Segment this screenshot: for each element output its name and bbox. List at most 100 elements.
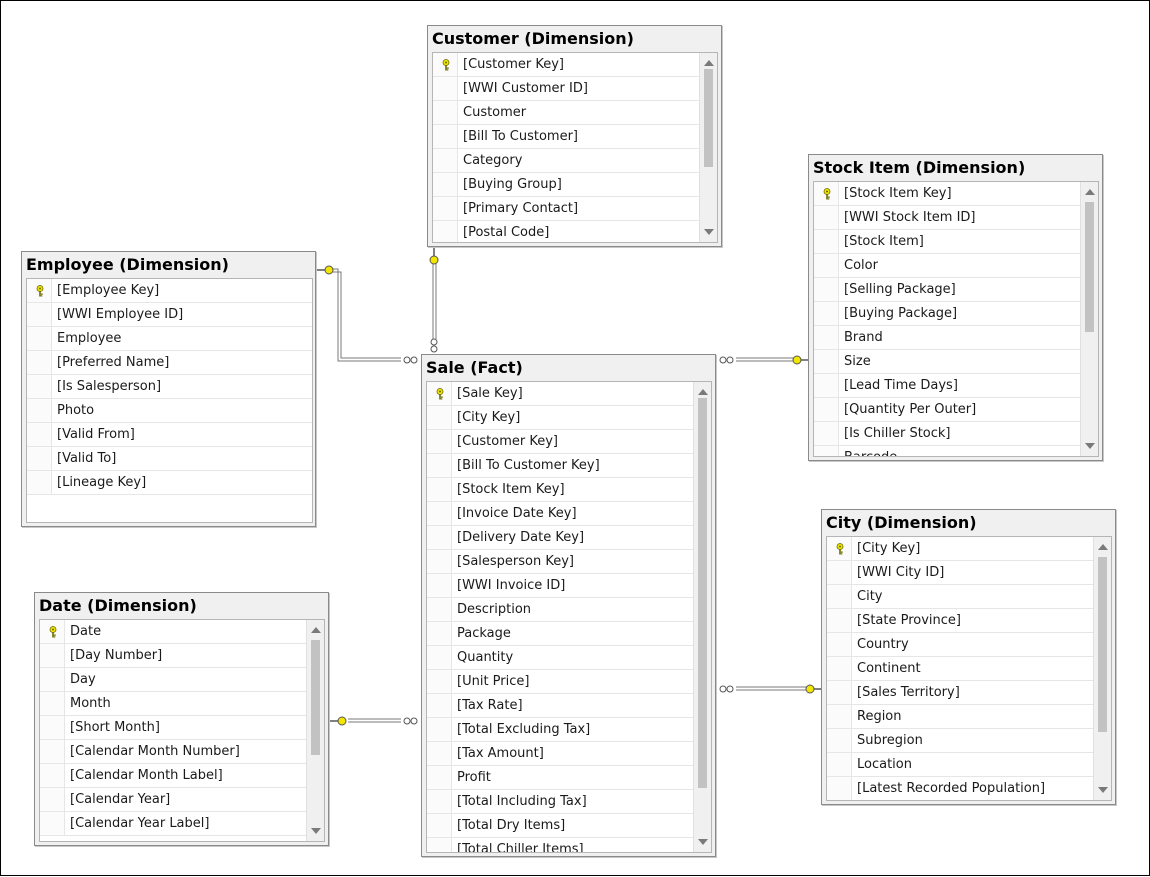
- row-selector[interactable]: [427, 478, 452, 501]
- row-selector[interactable]: [427, 814, 452, 837]
- column-row-subregion[interactable]: Subregion: [827, 729, 1093, 753]
- row-selector[interactable]: [27, 327, 52, 350]
- row-selector[interactable]: [433, 77, 458, 100]
- scroll-down-arrow-icon[interactable]: [1081, 438, 1098, 454]
- column-row-color[interactable]: Color: [814, 254, 1080, 278]
- row-selector[interactable]: [814, 230, 839, 253]
- column-row-size[interactable]: Size: [814, 350, 1080, 374]
- row-selector[interactable]: [433, 53, 458, 76]
- row-selector[interactable]: [427, 718, 452, 741]
- scroll-up-arrow-icon[interactable]: [1094, 539, 1111, 555]
- column-row-total-including-tax[interactable]: [Total Including Tax]: [427, 790, 693, 814]
- column-row-invoice-date-key[interactable]: [Invoice Date Key]: [427, 502, 693, 526]
- row-selector[interactable]: [27, 279, 52, 302]
- row-selector[interactable]: [427, 430, 452, 453]
- row-selector[interactable]: [827, 729, 852, 752]
- row-selector[interactable]: [814, 182, 839, 205]
- column-row-category[interactable]: Category: [433, 149, 699, 173]
- relationship-sale-city[interactable]: [719, 684, 822, 694]
- row-selector[interactable]: [427, 502, 452, 525]
- row-selector[interactable]: [433, 197, 458, 220]
- column-row-package[interactable]: Package: [427, 622, 693, 646]
- column-row-date[interactable]: Date: [40, 620, 306, 644]
- relationship-sale-employee[interactable]: [316, 265, 418, 364]
- row-selector[interactable]: [427, 598, 452, 621]
- scroll-up-arrow-icon[interactable]: [307, 622, 324, 638]
- column-row-calendar-year[interactable]: [Calendar Year]: [40, 788, 306, 812]
- column-row-postal-code[interactable]: [Postal Code]: [433, 221, 699, 242]
- row-selector[interactable]: [427, 454, 452, 477]
- relationship-sale-customer[interactable]: [429, 246, 439, 353]
- column-row-photo[interactable]: Photo: [27, 399, 312, 423]
- row-selector[interactable]: [827, 537, 852, 560]
- column-row-city-key[interactable]: [City Key]: [827, 537, 1093, 561]
- column-row-lead-time-days[interactable]: [Lead Time Days]: [814, 374, 1080, 398]
- column-row-total-dry-items[interactable]: [Total Dry Items]: [427, 814, 693, 838]
- column-row-employee-key[interactable]: [Employee Key]: [27, 279, 312, 303]
- column-row-calendar-month-number[interactable]: [Calendar Month Number]: [40, 740, 306, 764]
- row-selector[interactable]: [814, 422, 839, 445]
- column-row-brand[interactable]: Brand: [814, 326, 1080, 350]
- column-row-barcode[interactable]: Barcode: [814, 446, 1080, 456]
- column-row-is-salesperson[interactable]: [Is Salesperson]: [27, 375, 312, 399]
- column-row-buying-group[interactable]: [Buying Group]: [433, 173, 699, 197]
- scrollbar-thumb[interactable]: [1098, 557, 1107, 732]
- column-row-quantity-per-outer[interactable]: [Quantity Per Outer]: [814, 398, 1080, 422]
- column-row-wwi-stock-item-id[interactable]: [WWI Stock Item ID]: [814, 206, 1080, 230]
- scrollbar-thumb[interactable]: [1085, 202, 1094, 332]
- column-row-calendar-month-label[interactable]: [Calendar Month Label]: [40, 764, 306, 788]
- row-selector[interactable]: [40, 668, 65, 691]
- row-selector[interactable]: [814, 278, 839, 301]
- row-selector[interactable]: [427, 550, 452, 573]
- relationship-sale-stock-item[interactable]: [719, 355, 809, 365]
- column-row-day[interactable]: Day: [40, 668, 306, 692]
- table-sale[interactable]: Sale (Fact) [Sale Key][City Key][Custome…: [421, 354, 716, 857]
- column-row-stock-item[interactable]: [Stock Item]: [814, 230, 1080, 254]
- column-row-wwi-employee-id[interactable]: [WWI Employee ID]: [27, 303, 312, 327]
- row-selector[interactable]: [427, 646, 452, 669]
- column-row-tax-amount[interactable]: [Tax Amount]: [427, 742, 693, 766]
- column-row-state-province[interactable]: [State Province]: [827, 609, 1093, 633]
- row-selector[interactable]: [40, 740, 65, 763]
- row-selector[interactable]: [433, 125, 458, 148]
- scrollbar-thumb[interactable]: [311, 640, 320, 755]
- row-selector[interactable]: [27, 375, 52, 398]
- relationship-sale-date[interactable]: [329, 716, 418, 726]
- row-selector[interactable]: [814, 350, 839, 373]
- row-selector[interactable]: [427, 622, 452, 645]
- column-row-region[interactable]: Region: [827, 705, 1093, 729]
- row-selector[interactable]: [827, 753, 852, 776]
- scroll-down-arrow-icon[interactable]: [694, 834, 711, 850]
- row-selector[interactable]: [814, 302, 839, 325]
- table-stock-item[interactable]: Stock Item (Dimension) [Stock Item Key][…: [808, 154, 1103, 461]
- row-selector[interactable]: [827, 633, 852, 656]
- column-row-continent[interactable]: Continent: [827, 657, 1093, 681]
- row-selector[interactable]: [40, 644, 65, 667]
- column-row-customer-key[interactable]: [Customer Key]: [427, 430, 693, 454]
- column-row-preferred-name[interactable]: [Preferred Name]: [27, 351, 312, 375]
- row-selector[interactable]: [40, 764, 65, 787]
- row-selector[interactable]: [814, 374, 839, 397]
- scroll-down-arrow-icon[interactable]: [307, 823, 324, 839]
- row-selector[interactable]: [427, 694, 452, 717]
- column-row-location[interactable]: Location: [827, 753, 1093, 777]
- row-selector[interactable]: [427, 406, 452, 429]
- row-selector[interactable]: [827, 657, 852, 680]
- row-selector[interactable]: [40, 692, 65, 715]
- column-row-total-chiller-items[interactable]: [Total Chiller Items]: [427, 838, 693, 852]
- vertical-scrollbar[interactable]: [306, 620, 324, 841]
- column-row-calendar-year-label[interactable]: [Calendar Year Label]: [40, 812, 306, 836]
- column-row-customer[interactable]: Customer: [433, 101, 699, 125]
- column-row-lineage-key[interactable]: [Lineage Key]: [27, 471, 312, 495]
- column-row-sale-key[interactable]: [Sale Key]: [427, 382, 693, 406]
- row-selector[interactable]: [27, 447, 52, 470]
- row-selector[interactable]: [433, 173, 458, 196]
- column-row-primary-contact[interactable]: [Primary Contact]: [433, 197, 699, 221]
- row-selector[interactable]: [433, 221, 458, 242]
- column-row-employee[interactable]: Employee: [27, 327, 312, 351]
- column-row-bill-to-customer[interactable]: [Bill To Customer]: [433, 125, 699, 149]
- column-row-sales-territory[interactable]: [Sales Territory]: [827, 681, 1093, 705]
- table-city[interactable]: City (Dimension) [City Key][WWI City ID]…: [821, 509, 1116, 805]
- scroll-up-arrow-icon[interactable]: [1081, 184, 1098, 200]
